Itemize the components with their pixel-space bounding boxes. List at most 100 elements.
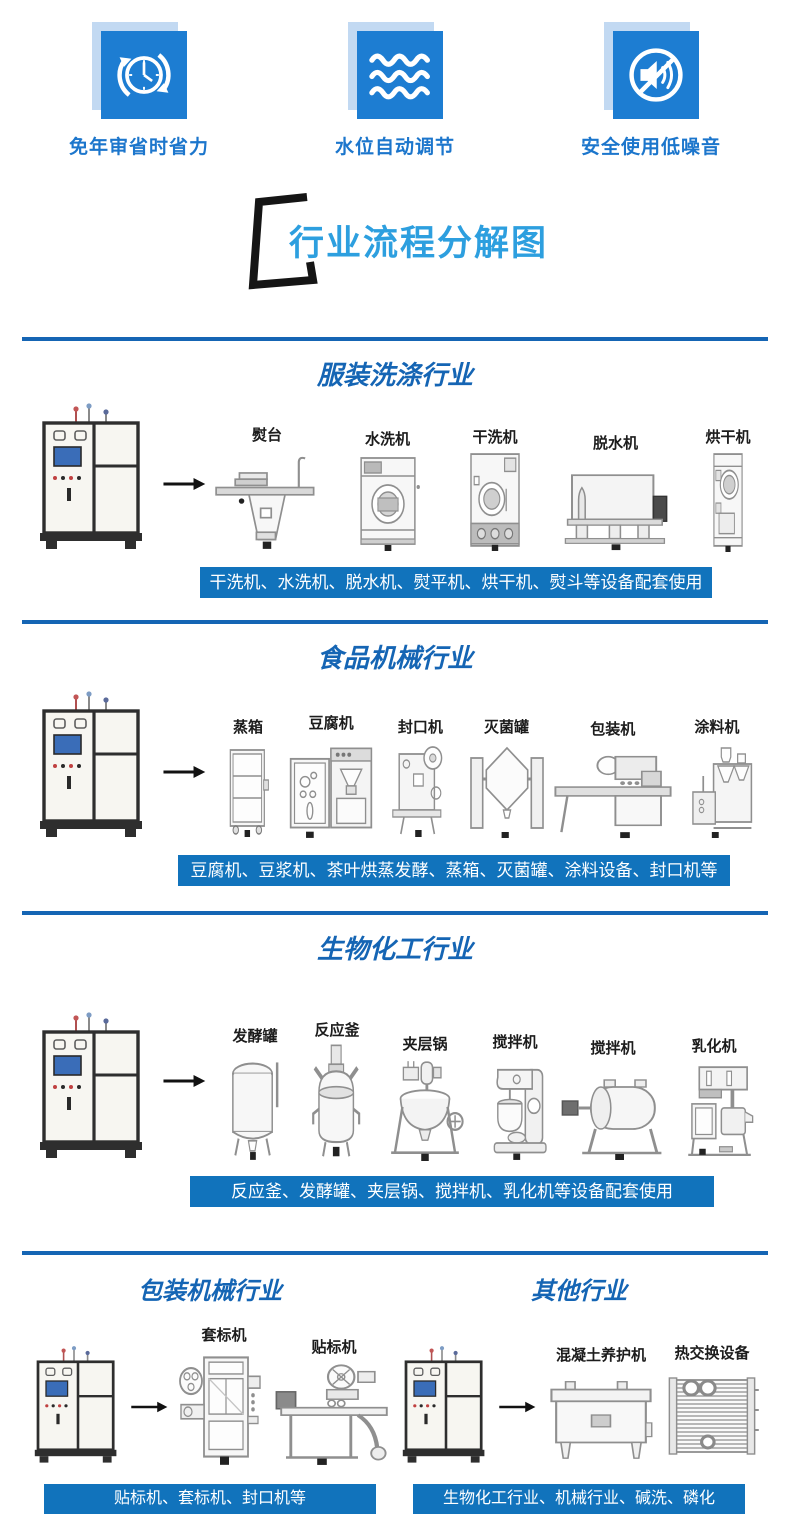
dryer-icon — [696, 450, 760, 552]
flow-arrow-icon — [130, 1400, 168, 1414]
machine-label: 乳化机 — [691, 1038, 737, 1055]
section-divider — [22, 1251, 768, 1255]
section-heading: 包装机械行业 — [138, 1278, 282, 1305]
coating-machine-icon — [674, 740, 760, 840]
feature-icon-frame — [603, 22, 699, 119]
machine-label: 套标机 — [201, 1327, 247, 1344]
machines-row: 发酵罐 反应釜夹层锅 搅拌机 搅拌机 乳化机 — [214, 1019, 760, 1161]
flow-arrow-icon — [498, 1400, 536, 1414]
machine-jacketed-kettle: 夹层锅 — [378, 1033, 472, 1161]
machines-row: 混凝土养护机热交换设备 — [542, 1342, 764, 1466]
feature-item-water-level: 水位自动调节 — [315, 22, 475, 159]
machine-label: 烘干机 — [705, 429, 751, 446]
feature-icon-frame — [91, 22, 187, 119]
heat-exchanger-icon — [660, 1366, 764, 1466]
machine-label: 干洗机 — [472, 429, 518, 446]
mixer-icon — [472, 1055, 558, 1161]
machine-label: 灭菌罐 — [484, 719, 530, 736]
packing-machine-icon — [553, 742, 673, 840]
machine-sterilizer: 灭菌罐 — [462, 716, 552, 840]
machine-label: 封口机 — [397, 719, 443, 736]
sleeve-labeler-icon — [174, 1348, 274, 1466]
flow-arrow-icon — [162, 1073, 206, 1089]
section-heading: 生物化工行业 — [316, 934, 473, 964]
flow-row: 套标机贴标机 — [26, 1314, 394, 1466]
jacketed-kettle-icon — [378, 1057, 472, 1161]
sealing-machine-icon — [380, 740, 460, 840]
bottom-columns: 包装机械行业 套标机贴标机 贴标机、套标机、封口机等 其他行业 混凝土养护机热交… — [0, 1255, 790, 1514]
ironing-table-icon — [214, 448, 320, 552]
machines-row: 熨台 水洗机 干洗机 脱水机 烘干机 — [214, 424, 760, 552]
machine-label: 豆腐机 — [308, 715, 354, 732]
flow-row: 蒸箱豆腐机封口机灭菌罐包装机涂料机 — [0, 685, 790, 840]
feature-item-low-noise: 安全使用低噪音 — [571, 22, 731, 159]
drum-mixer-icon — [558, 1061, 668, 1161]
machine-tofu-machine: 豆腐机 — [283, 712, 379, 840]
title-block: 行业流程分解图 — [245, 189, 549, 293]
steam-boiler-image — [398, 1344, 494, 1466]
section-divider — [22, 337, 768, 341]
section-biochemical: 生物化工行业 发酵罐反应釜夹层锅搅拌机搅拌机乳化机 反应釜、发酵罐、夹层锅、搅拌… — [0, 911, 790, 1207]
machine-sleeve-labeler: 套标机 — [174, 1324, 274, 1466]
machine-label: 混凝土养护机 — [555, 1347, 646, 1364]
machine-drum-mixer: 搅拌机 — [558, 1037, 668, 1161]
flow-row: 熨台 水洗机 干洗机 脱水机 烘干机 — [0, 402, 790, 552]
feature-label: 安全使用低噪音 — [580, 137, 721, 158]
machine-label: 涂料机 — [694, 719, 740, 736]
flow-row: 混凝土养护机热交换设备 — [394, 1314, 764, 1466]
bracket-icon — [248, 193, 318, 290]
machine-label: 水洗机 — [364, 431, 410, 448]
machine-label: 搅拌机 — [492, 1034, 538, 1051]
section-caption: 豆腐机、豆浆机、茶叶烘蒸发酵、蒸箱、灭菌罐、涂料设备、封口机等 — [178, 855, 730, 886]
steam-boiler-image — [30, 690, 158, 840]
feature-label: 水位自动调节 — [334, 137, 455, 158]
bottom-left-column: 包装机械行业 套标机贴标机 贴标机、套标机、封口机等 — [26, 1255, 394, 1514]
feature-label: 免年审省时省力 — [68, 137, 209, 158]
machines-row: 蒸箱豆腐机封口机灭菌罐包装机涂料机 — [214, 712, 760, 840]
concrete-curing-icon — [542, 1368, 660, 1466]
steam-boiler-image — [30, 1011, 158, 1161]
washer-icon — [346, 452, 430, 552]
machine-sealing-machine: 封口机 — [380, 716, 460, 840]
machine-washer: 水洗机 — [346, 428, 430, 552]
machine-coating-machine: 涂料机 — [674, 716, 760, 840]
section-heading: 服装洗涤行业 — [316, 360, 473, 390]
machine-reactor: 反应釜 — [296, 1019, 378, 1161]
machine-label: 脱水机 — [592, 435, 638, 452]
section-caption: 贴标机、套标机、封口机等 — [44, 1484, 376, 1514]
dehydrator-icon — [561, 456, 671, 552]
section-food-machinery: 食品机械行业 蒸箱豆腐机封口机灭菌罐包装机涂料机 豆腐机、豆浆机、茶叶烘蒸发酵、… — [0, 620, 790, 886]
machine-dry-cleaner: 干洗机 — [455, 426, 535, 552]
machine-ironing-table: 熨台 — [214, 424, 320, 552]
machine-label: 贴标机 — [311, 1339, 357, 1356]
muted-speaker-icon — [612, 31, 699, 119]
machine-label: 反应釜 — [314, 1022, 360, 1039]
machine-dehydrator: 脱水机 — [561, 432, 671, 552]
bottom-right-column: 其他行业 混凝土养护机热交换设备 生物化工行业、机械行业、碱洗、磷化 — [394, 1255, 764, 1514]
clock-refresh-icon — [100, 31, 187, 119]
machine-fermenter: 发酵罐 — [214, 1025, 296, 1161]
reactor-icon — [296, 1043, 378, 1161]
machine-mixer: 搅拌机 — [472, 1031, 558, 1161]
flow-arrow-icon — [162, 476, 206, 492]
section-bottom: 包装机械行业 套标机贴标机 贴标机、套标机、封口机等 其他行业 混凝土养护机热交… — [0, 1251, 790, 1514]
machines-row: 套标机贴标机 — [174, 1324, 394, 1466]
machine-labeling-machine: 贴标机 — [274, 1336, 394, 1466]
waves-icon — [356, 31, 443, 119]
sterilizer-icon — [462, 740, 552, 840]
machine-concrete-curing: 混凝土养护机 — [542, 1344, 660, 1466]
machine-heat-exchanger: 热交换设备 — [660, 1342, 764, 1466]
flow-arrow-icon — [162, 764, 206, 780]
steam-cabinet-icon — [214, 740, 282, 840]
machine-label: 熨台 — [251, 427, 282, 444]
machine-label: 包装机 — [590, 721, 636, 738]
section-divider — [22, 620, 768, 624]
machine-label: 搅拌机 — [590, 1040, 636, 1057]
dry-cleaner-icon — [455, 450, 535, 552]
emulsifier-icon — [668, 1059, 760, 1161]
section-heading: 其他行业 — [531, 1278, 627, 1305]
machine-label: 夹层锅 — [402, 1036, 448, 1053]
page-title: 行业流程分解图 — [289, 224, 549, 263]
steam-boiler-image — [30, 1344, 126, 1466]
section-clothing-washing: 服装洗涤行业 熨台水洗机干洗机脱水机烘干机 干洗机、水洗机、脱水机、熨平机、烘干… — [0, 337, 790, 598]
